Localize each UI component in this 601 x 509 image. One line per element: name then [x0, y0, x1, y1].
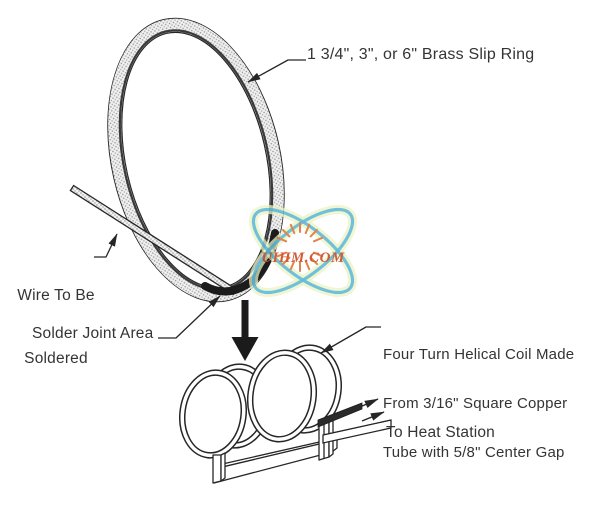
down-arrow	[231, 300, 259, 361]
leader-coil	[320, 326, 381, 354]
label-coil-description: Four Turn Helical Coil Made From 3/16" S…	[383, 314, 574, 494]
lead-tubes-drawing	[317, 402, 392, 444]
leader-lines	[94, 59, 381, 354]
leader-solder-joint	[158, 295, 221, 339]
sun-rays-icon	[276, 222, 324, 272]
label-slip-ring: 1 3/4", 3", or 6" Brass Slip Ring	[307, 46, 535, 63]
label-coil-line1: Four Turn Helical Coil Made	[383, 345, 575, 363]
label-solder-joint-area: Solder Joint Area	[32, 325, 154, 342]
watermark-text: UIHM.COM	[261, 250, 345, 266]
label-wire-to-be-soldered: Wire To Be Soldered	[12, 243, 100, 411]
watermark-logo: UIHM.COM	[248, 205, 358, 297]
heat-arrows	[359, 398, 385, 422]
leader-wire	[94, 233, 118, 258]
orbit-ellipse	[251, 207, 355, 295]
leader-slip-ring	[247, 59, 306, 83]
helical-coil-drawing	[179, 344, 342, 459]
label-wire-line1: Wire To Be	[17, 287, 95, 304]
slip-ring-drawing	[107, 17, 285, 303]
label-wire-line2: Soldered	[24, 350, 88, 367]
label-to-heat-station: To Heat Station	[386, 424, 495, 441]
wire-drawing	[69, 184, 238, 296]
label-coil-line3: Tube with 5/8" Center Gap	[383, 444, 565, 462]
orbit-ellipse	[251, 207, 355, 295]
label-coil-line2: From 3/16" Square Copper	[383, 395, 568, 413]
